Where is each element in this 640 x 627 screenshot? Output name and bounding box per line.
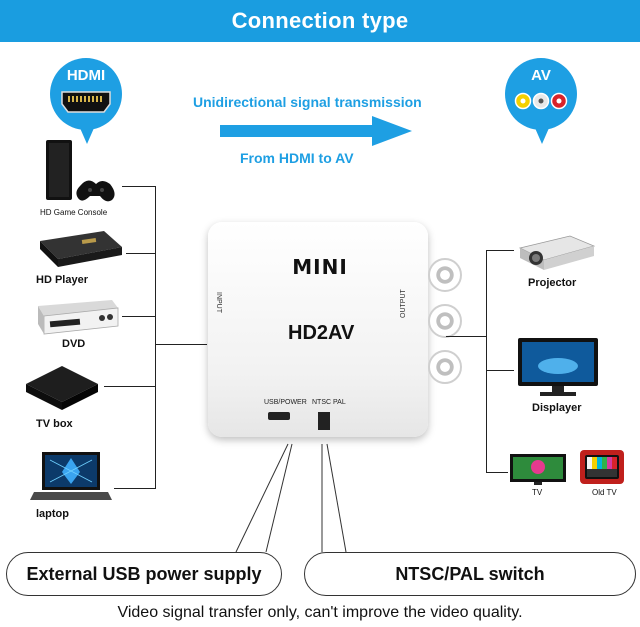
output-label-old-tv: Old TV — [592, 488, 617, 497]
output-label-tv: TV — [532, 488, 543, 497]
old-tv-icon — [580, 450, 624, 484]
ntsc-pal-switch — [318, 412, 330, 430]
device-model: HD2AV — [288, 322, 355, 344]
rca-output-3 — [428, 350, 462, 384]
output-label-displayer: Displayer — [532, 402, 582, 414]
wire-input-3 — [122, 316, 156, 317]
input-label-dvd: DVD — [62, 338, 86, 350]
usb-port — [268, 412, 290, 420]
device-usb-label: USB/POWER — [264, 399, 307, 406]
mini-logo: MINI — [292, 256, 348, 278]
wire-output-3 — [486, 472, 508, 473]
right-arrow-icon — [220, 116, 412, 146]
av-bubble-label: AV — [531, 67, 551, 84]
wire-input-bus — [155, 186, 156, 488]
wire-output-1 — [486, 250, 514, 251]
usb-power-callout-label: External USB power supply — [26, 563, 262, 584]
output-label-projector: Projector — [528, 277, 577, 289]
svg-text:MINI: MINI — [292, 256, 348, 278]
header-banner: Connection type — [0, 0, 640, 42]
ntsc-pal-callout-label: NTSC/PAL switch — [395, 563, 545, 584]
projector-icon — [518, 235, 596, 270]
input-label-game-console: HD Game Console — [40, 208, 108, 217]
ntsc-pal-callout: NTSC/PAL switch — [304, 552, 636, 596]
flow-top-text: Unidirectional signal transmission — [193, 94, 422, 110]
wire-input-2 — [126, 253, 156, 254]
tv-box-icon — [26, 366, 98, 410]
wire-input-to-device — [155, 344, 207, 345]
hdmi-port-icon — [61, 91, 111, 113]
hd-player-icon — [40, 231, 122, 267]
footer-note: Video signal transfer only, can't improv… — [117, 604, 523, 621]
wire-output-2 — [486, 370, 514, 371]
displayer-icon — [518, 338, 598, 396]
device-switch-label: NTSC PAL — [312, 399, 346, 406]
hdmi-bubble-label: HDMI — [66, 67, 106, 84]
input-label-hd-player: HD Player — [36, 274, 88, 286]
rca-output-2 — [428, 304, 462, 338]
dvd-player-icon — [38, 300, 119, 335]
game-console-icon — [46, 140, 115, 202]
flow-bottom-text: From HDMI to AV — [240, 150, 354, 166]
wire-output-from-device — [446, 336, 486, 337]
wire-input-5 — [114, 488, 156, 489]
tv-icon — [510, 454, 566, 485]
input-label-tv-box: TV box — [36, 418, 73, 430]
av-bubble: AV — [505, 58, 577, 144]
wire-input-4 — [104, 386, 156, 387]
usb-power-callout: External USB power supply — [6, 552, 282, 596]
converter-device: MINI HD2AV INPUT OUTPUT USB/POWER NTSC P… — [208, 222, 428, 437]
rca-output-1 — [428, 258, 462, 292]
page-title: Connection type — [231, 8, 409, 33]
laptop-icon — [30, 452, 112, 500]
wire-input-1 — [122, 186, 156, 187]
rca-jacks-icon — [514, 92, 568, 110]
input-label-laptop: laptop — [36, 508, 69, 520]
wire-output-bus — [486, 250, 487, 472]
hdmi-bubble: HDMI — [50, 58, 122, 144]
